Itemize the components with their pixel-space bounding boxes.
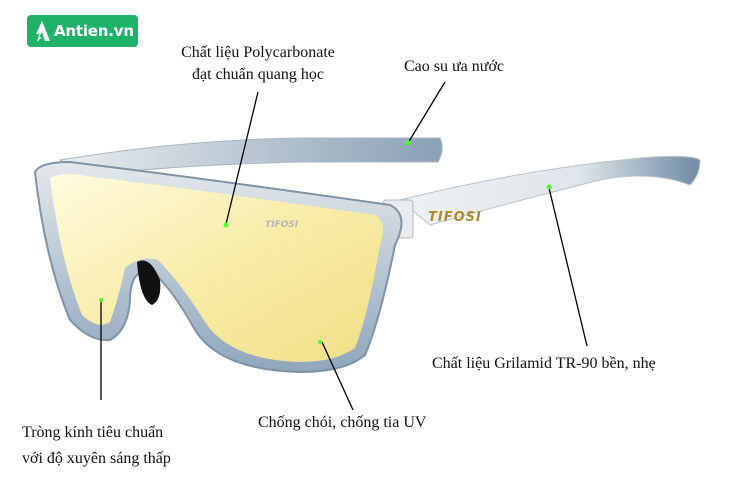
temple-logo: TIFOSI <box>428 210 482 225</box>
annotation-nose-pad: Cao su ưa nước <box>404 58 505 75</box>
annotation-uv-protection: Chống chói, chống tia UV <box>258 414 427 431</box>
logo-text: Antien.vn <box>54 22 134 40</box>
nose-pad <box>137 260 161 305</box>
connector-lines <box>100 81 588 411</box>
lens <box>50 174 384 362</box>
annotation-lens-standard: Tròng kính tiêu chuẩn với độ xuyên sáng … <box>22 424 171 467</box>
lens-logo: TIFOSI <box>265 220 299 230</box>
back-temple <box>58 137 443 176</box>
lightning-a-icon <box>36 21 50 42</box>
annotation-frame-material: Chất liệu Grilamid TR-90 bền, nhẹ <box>432 355 656 372</box>
marker-dots <box>99 140 552 344</box>
brand-logo[interactable]: Antien.vn <box>27 15 138 47</box>
annotation-lens-material: Chất liệu Polycarbonate đạt chuẩn quang … <box>181 44 335 83</box>
